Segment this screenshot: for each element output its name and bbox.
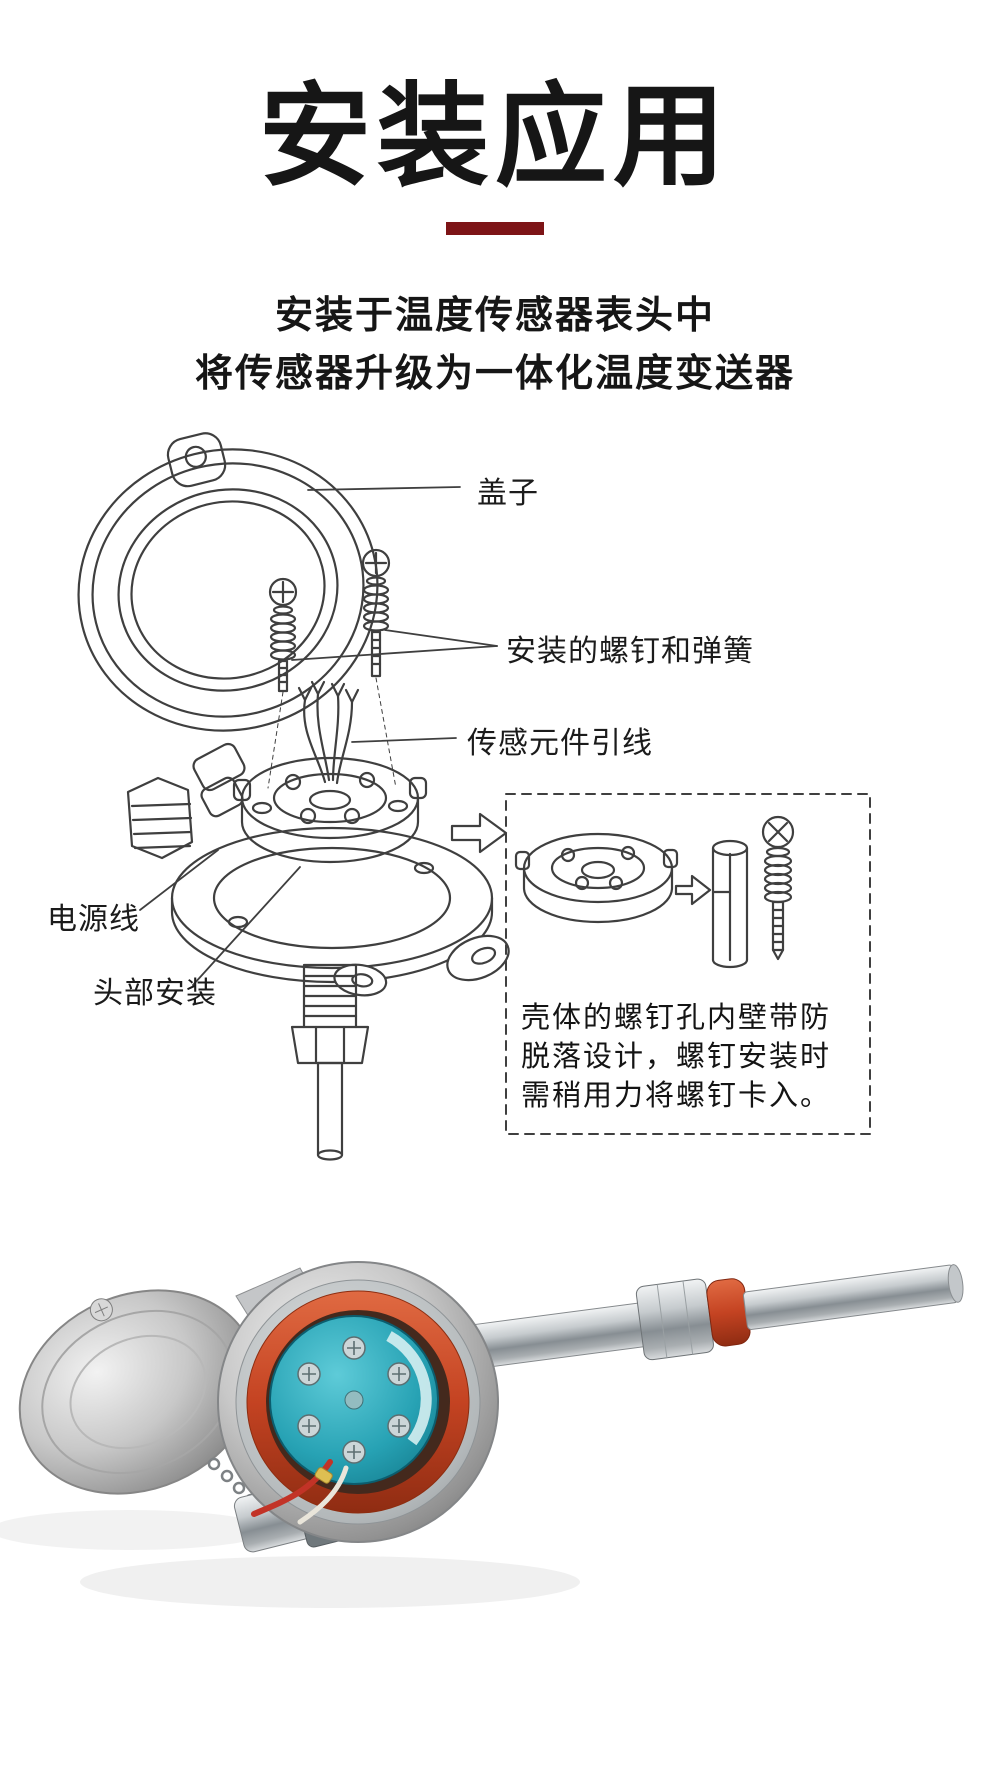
exploded-view-diagram — [77, 432, 871, 1161]
probe-assembly — [432, 1264, 964, 1382]
detail-box-border — [505, 793, 871, 1135]
section-title: 安装应用 — [259, 74, 731, 199]
product-photo — [0, 1261, 964, 1608]
hinge-drawing — [192, 742, 246, 818]
wire-crimp — [314, 1467, 333, 1484]
title-divider — [446, 222, 544, 235]
head-opening — [217, 1261, 499, 1543]
note-line-2: 脱落设计，螺钉安装时 — [521, 1041, 832, 1073]
detail-module-drawing — [514, 832, 679, 924]
lid-drawing — [77, 432, 379, 732]
detail-screw-drawing — [761, 815, 795, 961]
label-sensor-leads: 传感元件引线 — [467, 727, 653, 760]
screw-right-drawing — [361, 548, 391, 678]
label-cover: 盖子 — [477, 477, 539, 510]
white-wire — [297, 1465, 349, 1525]
red-gasket-ring — [706, 1278, 751, 1347]
leader-lines — [139, 486, 498, 986]
detail-screw-hole-drawing — [711, 839, 749, 969]
detail-note: 壳体的螺钉孔内壁带防 脱落设计，螺钉安装时 需稍用力将螺钉卡入。 — [521, 999, 831, 1116]
flange-drawing — [170, 826, 510, 997]
cable-gland-drawing — [126, 776, 194, 860]
head-cap — [18, 1289, 258, 1495]
subtitle-line-2: 将传感器升级为一体化温度变送器 — [194, 353, 795, 395]
note-line-3: 需稍用力将螺钉卡入。 — [521, 1080, 832, 1112]
screw-left-drawing — [268, 577, 298, 693]
arrow-to-detail — [450, 812, 508, 854]
label-screws-springs: 安装的螺钉和弹簧 — [506, 635, 754, 668]
note-line-1: 壳体的螺钉孔内壁带防 — [521, 1002, 832, 1034]
photo-shadow — [80, 1556, 580, 1608]
process-fitting-drawing — [290, 963, 370, 1161]
detail-arrow — [674, 874, 712, 906]
photo-shadow-cap — [0, 1510, 270, 1550]
label-head-mount: 头部安装 — [93, 977, 217, 1010]
transmitter-module-drawing — [232, 756, 428, 864]
hex-nut — [635, 1278, 714, 1361]
label-power-cable: 电源线 — [47, 903, 140, 936]
subtitle-line-1: 安装于温度传感器表头中 — [274, 295, 715, 337]
sensor-leads-drawing — [297, 680, 360, 785]
